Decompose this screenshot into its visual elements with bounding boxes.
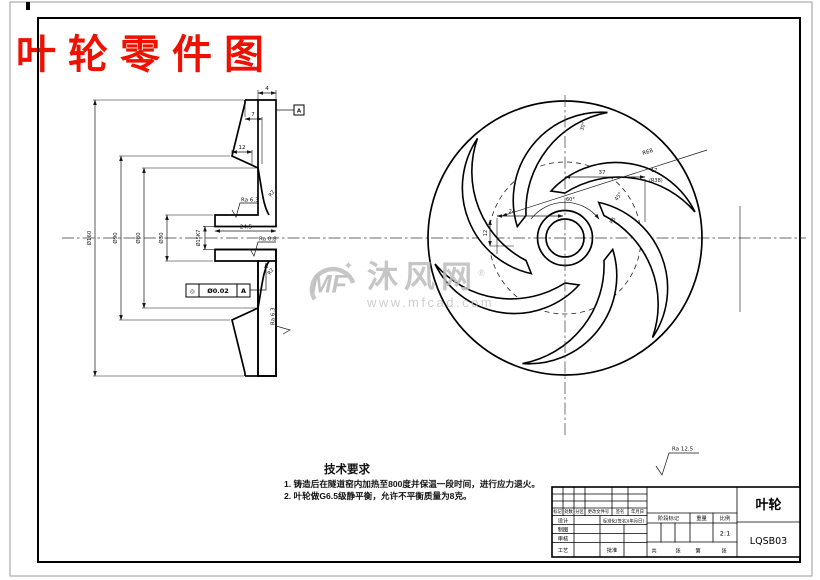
- tb-standardize: 标准化(签名)(年月日): [603, 518, 644, 525]
- r68-label: R68: [642, 148, 655, 157]
- dim-4: 4: [265, 86, 269, 92]
- front-dimensions: R68 37 17 (R38) 24 12 30° 45° R5: [483, 121, 741, 312]
- dim-hub-length: 24.5: [240, 225, 253, 231]
- dim-37: 37: [599, 170, 606, 176]
- tb-part-name: 叶轮: [755, 497, 781, 513]
- techreq-item-1: 1. 铸造后在隧道窑内加热至800度并保温一段时间，进行应力退火。: [284, 479, 540, 489]
- tb-count: 处数: [564, 508, 573, 515]
- sheet-borders: [9, 1, 813, 577]
- dim-7: 7: [251, 112, 255, 118]
- watermark-text: 沐风网® www.mfcad.com: [367, 256, 495, 311]
- roughness-symbol: [655, 452, 699, 476]
- techreq-item-2: 2. 叶轮做G6.5级静平衡，允许不平衡质量为8克。: [284, 490, 472, 501]
- tb-design: 设计: [558, 517, 569, 525]
- ra63-label: Ra 6.3: [241, 198, 259, 204]
- tb-change-doc: 更改文件号: [588, 508, 609, 515]
- tolerance-value: Ø0.02: [207, 287, 229, 295]
- front-roughness: Ra 12.5: [655, 447, 699, 476]
- roughness-symbol: [249, 241, 276, 257]
- r5-label: R5: [609, 216, 618, 225]
- tb-total: 共: [651, 547, 657, 555]
- tb-audit: 审核: [558, 535, 569, 543]
- dim-dia90: Ø90: [112, 232, 119, 244]
- roughness-symbol: [231, 202, 258, 218]
- section-view: Ø160 Ø90 Ø80 Ø30 Ø15K7 24.5: [62, 86, 806, 377]
- dim-bore: Ø15K7: [195, 230, 202, 247]
- tb-stage: 阶段标记: [658, 514, 680, 522]
- watermark: MF ✦ 沐风网® www.mfcad.com: [303, 256, 494, 310]
- datum-flag: A: [276, 104, 305, 116]
- dim-dia80: Ø80: [135, 232, 142, 244]
- tolerance-frame: ◎ Ø0.02 A: [185, 262, 268, 298]
- tb-zone: 分区: [575, 508, 584, 515]
- tb-approve: 批准: [607, 546, 618, 554]
- tb-sheet1: 张: [675, 547, 681, 555]
- tb-sheet2: 张: [721, 547, 727, 555]
- front-view: R68 37 17 (R38) 24 12 30° 45° R5: [427, 86, 741, 476]
- watermark-name-text: 沐风网: [367, 259, 478, 295]
- ra08-label: Ra 0.8: [259, 237, 277, 243]
- tolerance-datum-ref: A: [241, 287, 246, 295]
- drawing-frame: [37, 17, 801, 563]
- r2-lower-label: R2: [267, 267, 276, 276]
- dim-12-front: 12: [483, 230, 489, 236]
- tb-draft: 制图: [558, 526, 569, 534]
- blade: [550, 161, 696, 213]
- tb-mark: 标记: [553, 508, 562, 515]
- tb-drawing-no: LQSB03: [750, 536, 787, 547]
- watermark-name: 沐风网®: [367, 256, 494, 294]
- dim-17: 17: [651, 168, 657, 174]
- dim-24: 24: [509, 209, 516, 215]
- title-block-grid: [551, 486, 801, 558]
- tb-sign: 签名: [616, 508, 625, 515]
- tolerance-symbol: ◎: [190, 289, 195, 295]
- title-block-labels: 标记 处数 分区 更改文件号 签名 年月日 设计 制图 审核 工艺 标准化(签名…: [553, 497, 787, 555]
- roughness-symbol-rotated: Ra 6.3: [271, 307, 291, 335]
- tb-craft: 工艺: [558, 547, 569, 554]
- tb-scale-value: 2:1: [720, 530, 730, 538]
- tb-page: 第: [695, 547, 700, 555]
- dim-12: 12: [239, 145, 246, 151]
- hatched-lower-body: [215, 248, 277, 377]
- watermark-url: www.mfcad.com: [367, 295, 495, 311]
- dim-dia160: Ø160: [86, 230, 93, 245]
- hatched-lower-plate: [214, 248, 277, 377]
- title-block: 标记 处数 分区 更改文件号 签名 年月日 设计 制图 审核 工艺 标准化(签名…: [551, 486, 801, 558]
- outer-border: [9, 1, 813, 577]
- tb-date: 年月日: [631, 508, 644, 515]
- ra63b-label: Ra 6.3: [271, 307, 277, 325]
- r2-upper-label: R2: [268, 189, 277, 198]
- section-roughness: Ra 6.3 Ra 0.8 Ra 6.3: [231, 198, 291, 335]
- logo-star-icon: ✦: [344, 258, 354, 272]
- tb-ratio: 比例: [720, 514, 731, 522]
- technical-requirements: 技术要求 1. 铸造后在隧道窑内加热至800度并保温一段时间，进行应力退火。 2…: [284, 461, 546, 502]
- section-dimensions: Ø160 Ø90 Ø80 Ø30 Ø15K7 24.5: [86, 86, 277, 377]
- page-title: 叶轮零件图: [16, 32, 276, 77]
- techreq-heading: 技术要求: [324, 464, 370, 476]
- logo-text: MF: [311, 271, 348, 299]
- tb-weight: 重量: [696, 514, 707, 522]
- ra125-label: Ra 12.5: [672, 447, 694, 453]
- registration-mark: [26, 2, 30, 10]
- angle-45: 45°: [614, 191, 624, 202]
- angle-60: 60°: [566, 197, 575, 203]
- r38-label: (R38): [649, 178, 663, 184]
- watermark-reg-mark: ®: [478, 268, 491, 278]
- angle-30: 30°: [579, 121, 588, 132]
- datum-letter: A: [297, 109, 302, 115]
- dim-dia30: Ø30: [158, 232, 165, 244]
- mf-logo: MF ✦: [309, 258, 356, 301]
- logo-swoosh: [309, 266, 356, 301]
